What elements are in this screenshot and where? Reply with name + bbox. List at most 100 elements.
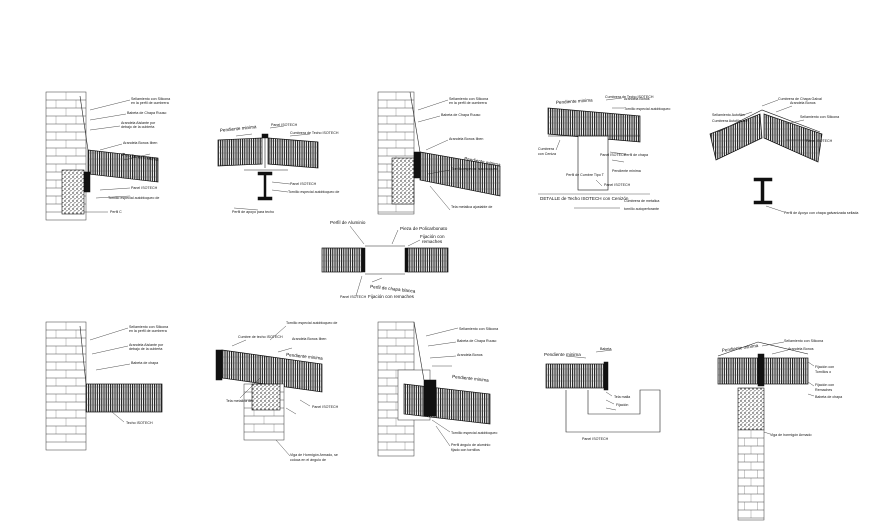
concrete-beam [391,157,415,205]
steel-angle [83,171,91,193]
detail-10: Pendiente minima Babeta Tela malla Fijac… [544,347,661,441]
label: Cumbrera de Techo ISOTECH [605,95,654,99]
concrete-beam [251,383,281,411]
detail-5: Sellamiento Autofilm Cumbrera de Chapa G… [709,97,858,215]
label: Pendiente minima [721,343,759,353]
brick-column [737,429,765,521]
label: Cumbrera de Techo ISOTECH [290,131,339,135]
roof-panel [87,149,159,183]
label: con Ceniza [538,152,556,156]
label: Viga de Hormigón Armado, se [290,453,338,457]
roof-panel-left [321,247,363,273]
concrete-beam [61,169,85,215]
detail-1: Sellamiento con Silicona en la perfil de… [45,91,170,221]
roof-panel [545,363,607,389]
roof-panel [85,383,163,413]
label: Tela malla [614,395,630,399]
label: Arandela Bonos [790,101,816,105]
label: Techo ISOTECH [126,421,153,425]
label: Perfil de chapa [624,153,648,157]
label: Panel ISOTECH [340,295,367,299]
roof-panel-right [763,113,823,163]
label: Pieza de Policarbonato [400,226,448,231]
label: Pendiente minima [286,352,324,361]
label: Arandela Bonos Iiben [449,137,483,141]
label: Tornillo especial autobloqueo de [108,196,159,200]
label: Arandela Bonos [788,347,814,351]
label: Pendiente minima [452,374,490,383]
label: tornillo autoperforante [624,207,659,211]
label: Babeta [600,347,611,351]
label: Panel ISOTECH [806,139,833,143]
detail-4: Pendiente minima Cumbrera de Techo ISOTE… [538,95,670,211]
brick-wall [45,321,87,451]
label: Perfil C [110,210,122,214]
label: Babeta de Chapa Ruuso [127,111,166,115]
label: Cumbrera de metalica [624,199,659,203]
label: fijado con tornillos [451,448,480,452]
i-beam [753,177,773,182]
label: Arandela Bonos Iiben [292,337,326,341]
label: Perfil de Aluminio [330,220,366,225]
label: Pendiente minima [122,152,160,162]
label: Tornillo especial autobloqueo [624,107,670,111]
label: Sellamiento con Silicona [459,327,498,331]
label: Perfil de chapa blanca [370,284,416,294]
concrete-column [577,135,609,191]
label: Sellamiento con Silicona [784,339,823,343]
label: en la perfil de cumbrera [449,101,487,105]
label: Panel ISOTECH [290,182,317,186]
detail-8: Cumbre de techo ISOTECH Pendiente minima… [215,321,339,462]
roof-panel-left [217,137,263,167]
roof-panel-right [267,137,319,169]
label: Panel ISOTECH [604,183,631,187]
label: Tornillo especial autobloqueo de [288,190,339,194]
roof-panel-left [717,357,759,385]
label: Panel ISOTECH [131,186,158,190]
label: Tornillo especial autobloqueo de [286,321,337,325]
label: Arandela Bonos [457,353,483,357]
label: en la perfil de cumbrera [129,329,167,333]
roof-panel [547,107,641,143]
roof-panel-right [407,247,449,273]
label: Pendiente minima [556,97,593,105]
detail-11: Sellamiento con Silicona Arandela Bonos … [717,339,842,521]
label: Babeta de chapa [131,361,158,365]
label: Sellamiento con Silicona [129,325,168,329]
label: Cumbrera de Chapa Galval [778,97,822,101]
label: remaches [422,239,443,244]
label: debajo de la cubierta [129,347,162,351]
label: Arandela Bonos [624,97,650,101]
roof-panel-left [709,113,763,161]
detail-7: Sellamiento con Silicona en la perfil de… [45,321,168,451]
label: Perfil ángulo de aluminio [451,443,490,447]
label: Babeta de Chapa Ruuso [457,339,496,343]
roof-panel-right [763,357,809,385]
label: Sellamiento con Silicona [131,97,170,101]
label: Cumbrera [538,147,554,151]
label: Tela metalica de [226,399,252,403]
label: debajo de la cubierta [121,125,154,129]
label: Sellamiento con Silicona [800,115,839,119]
detail-9: Sellamiento con Silicona Babeta de Chapa… [377,321,498,457]
label: Remaches [815,388,832,392]
label: Fijación con [815,383,834,387]
label: Panel ISOTECH [600,153,627,157]
label: Viga de hormigón Armado [770,433,812,437]
i-beam [257,171,273,176]
label: Cumbre de techo ISOTECH [238,335,283,339]
label: Tornillo especial autobloqueo [451,167,497,171]
detail-caption: DETALLE de Techo ISOTECH con Cenizón [540,196,629,201]
label: Arandela Aislante por [129,343,164,347]
label: Tela metalica ajustable de [451,205,492,209]
label: Panel ISOTECH [582,437,609,441]
label: Arandela Bonos Iiben [123,141,157,145]
detail-6: Perfil de Aluminio Pieza de Policarbonat… [321,220,449,299]
label: Pendiente minima [220,124,258,133]
concrete-beam [737,387,765,431]
label: Perfil de apoyo para techo [232,210,274,214]
detail-2: Pendiente minima Panel ISOTECH Cumbrera … [217,123,339,214]
label: en la perfil de cumbrera [131,101,169,105]
label: Fijación con [815,365,834,369]
